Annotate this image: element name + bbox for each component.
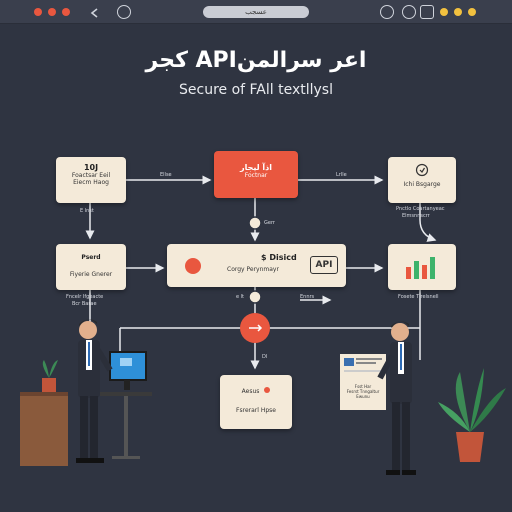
minimize-dot-icon[interactable] (48, 8, 56, 16)
status-dot-icon (454, 8, 462, 16)
edge-label: Dl (262, 354, 268, 360)
maximize-dot-icon[interactable] (62, 8, 70, 16)
node-title: 10J (83, 163, 99, 172)
reload-icon[interactable] (117, 5, 131, 19)
edge-label: Ellse (160, 172, 172, 178)
node-left-top[interactable]: 10J Foactsar Eeil Eiecm Haog (56, 157, 126, 203)
page-subtitle: Secure of FAll textllysl (179, 82, 333, 98)
close-dot-icon[interactable] (34, 8, 42, 16)
person-presenting-illustration (340, 321, 506, 475)
node-subtitle: Fsrerarl Hpse (236, 407, 276, 414)
window-titlebar: عسجب (0, 0, 512, 24)
edge-label: Fosete Tlrelsnell (398, 294, 439, 300)
edge-label: Ennrs (300, 294, 315, 300)
node-left-mid[interactable]: Pserd Fiyerie Gnerer (56, 244, 126, 290)
node-subtitle: Corgy Perynmayr (227, 266, 279, 273)
node-right-mid[interactable] (388, 244, 456, 290)
warning-icon (185, 258, 201, 274)
node-title: Aesus (241, 388, 260, 395)
node-subtitle: Eiecm Haog (73, 179, 109, 186)
back-arrow-icon[interactable] (88, 5, 102, 19)
page-title: كجر APIاعر سرالمن (145, 48, 367, 73)
edge-label: Pnctlo Coartanyeac (396, 206, 445, 212)
settings-icon[interactable] (380, 5, 394, 19)
presentation-screen: Fsst Har Fesrst Tnngaltur Ewunu (340, 354, 386, 410)
edge-label: Bcr Barae (72, 301, 97, 307)
share-icon[interactable] (420, 5, 434, 19)
junction-dot (248, 216, 262, 230)
node-subtitle: Ichi Bsgarge (403, 181, 441, 188)
status-dot-icon (468, 8, 476, 16)
node-center-mid[interactable]: $ Disicd Corgy Perynmayr API (167, 244, 346, 287)
node-bottom[interactable]: Aesus Fsrerarl Hpse (220, 375, 292, 429)
node-title: $ Disicd (261, 253, 297, 262)
extension-icon[interactable] (402, 5, 416, 19)
status-dot-icon (264, 387, 271, 393)
node-subtitle: Foactsar Eeil (71, 172, 111, 179)
api-badge: API (310, 256, 338, 274)
node-subtitle: Foctnar (244, 172, 268, 179)
screen-line: Ewunu (356, 394, 370, 399)
edge-label: Gerr (264, 220, 275, 226)
bar-chart-icon (406, 257, 435, 279)
node-center-top[interactable]: اذآ ليجار Foctnar (214, 151, 298, 198)
node-title: Pserd (81, 254, 101, 261)
node-right-top[interactable]: Ichi Bsgarge (388, 157, 456, 203)
shield-icon (415, 163, 429, 177)
screen-line: Fesrst Tnngaltur (346, 389, 380, 394)
screen-line: Fsst Har (354, 384, 372, 389)
person-at-desk-illustration (20, 319, 152, 466)
edge-label: Lrlle (336, 172, 347, 178)
node-subtitle: Fiyerie Gnerer (69, 271, 113, 278)
node-title: اذآ ليجار (239, 163, 273, 172)
hub-arrow-icon (249, 324, 263, 332)
status-dot-icon (440, 8, 448, 16)
edge-label: E lnst (80, 208, 94, 214)
address-bar[interactable]: عسجب (203, 6, 309, 18)
edge-label: Elmsnnscrr (402, 213, 430, 219)
edge-label: Fncelr Ifgeacte (66, 294, 104, 300)
junction-dot (248, 290, 262, 304)
edge-label: e lt (236, 294, 245, 300)
